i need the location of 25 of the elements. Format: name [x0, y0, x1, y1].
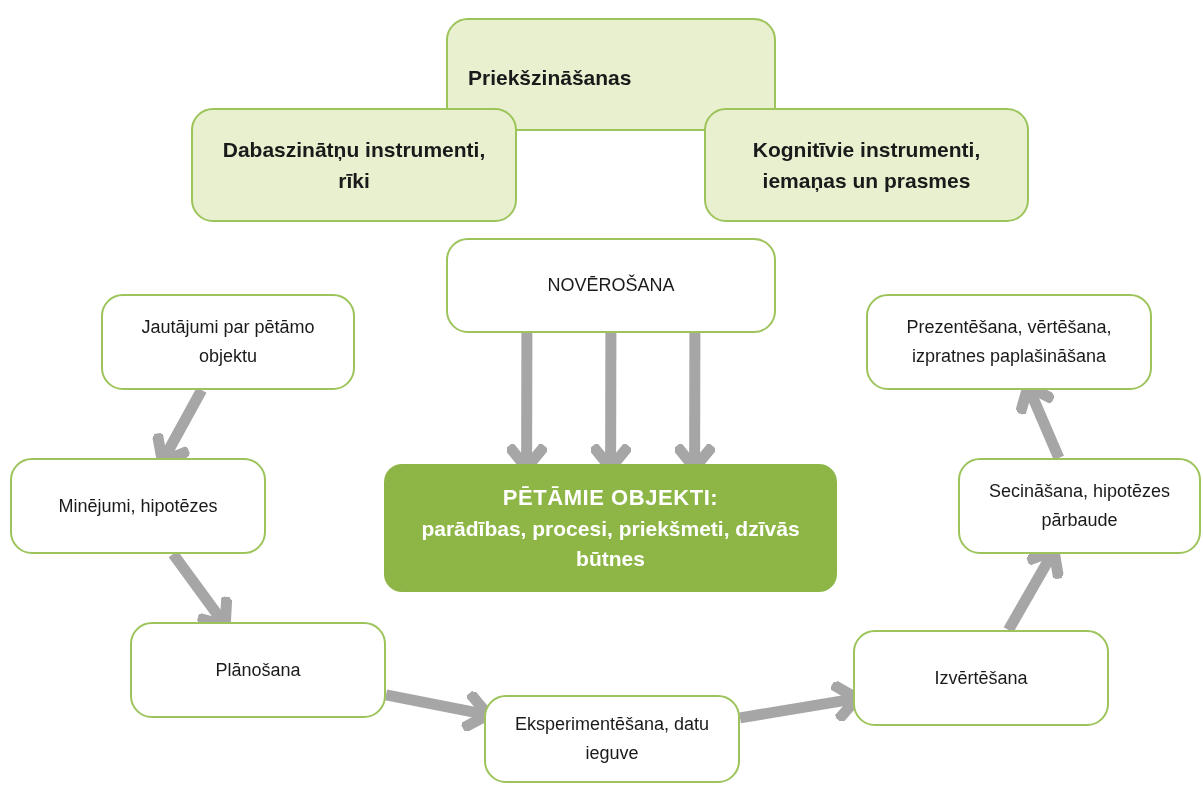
process-box — [853, 630, 1109, 726]
box-text: Jautājumi par pētāmo objektu — [140, 316, 316, 368]
process-box — [704, 108, 1029, 222]
box-text: Prezentēšana, vērtēšana, izpratnes paplašināšana — [905, 316, 1113, 368]
box-text: Izvērtēšana — [934, 666, 1028, 690]
box-text: Eksperimentēšana, datu ieguve — [513, 713, 711, 765]
process-box — [130, 622, 386, 718]
process-box — [866, 294, 1152, 390]
box-heading: PĒTĀMIE OBJEKTI: — [502, 483, 719, 512]
box-text: Priekšzināšanas — [468, 65, 632, 91]
process-box — [101, 294, 355, 390]
box-text: parādības, procesi, priekšmeti, dzīvās būtnes — [420, 515, 801, 572]
box-text: Secināšana, hipotēzes pārbaude — [987, 480, 1172, 532]
process-box — [191, 108, 517, 222]
box-text: NOVĒROŠANA — [547, 273, 675, 298]
process-box — [958, 458, 1201, 554]
process-box — [10, 458, 266, 554]
box-text: Plānošana — [215, 658, 301, 682]
process-box — [446, 238, 776, 333]
box-text: Minējumi, hipotēzes — [58, 494, 218, 518]
central-box — [384, 464, 837, 592]
box-text: Dabaszinātņu instrumenti, rīki — [221, 136, 487, 194]
box-text: Kognitīvie instrumenti, iemaņas un prasmes — [751, 136, 982, 194]
process-box — [446, 18, 776, 131]
process-box — [484, 695, 740, 783]
